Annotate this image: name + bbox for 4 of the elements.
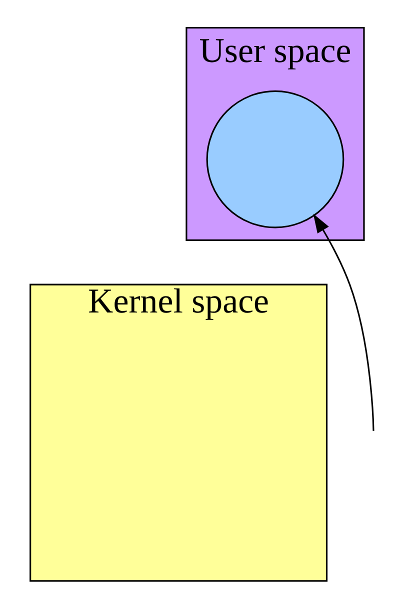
node-circle (206, 90, 344, 228)
arrow (313, 214, 374, 431)
cluster: User space (186, 26, 365, 241)
node-box: Kernel space (30, 284, 328, 582)
